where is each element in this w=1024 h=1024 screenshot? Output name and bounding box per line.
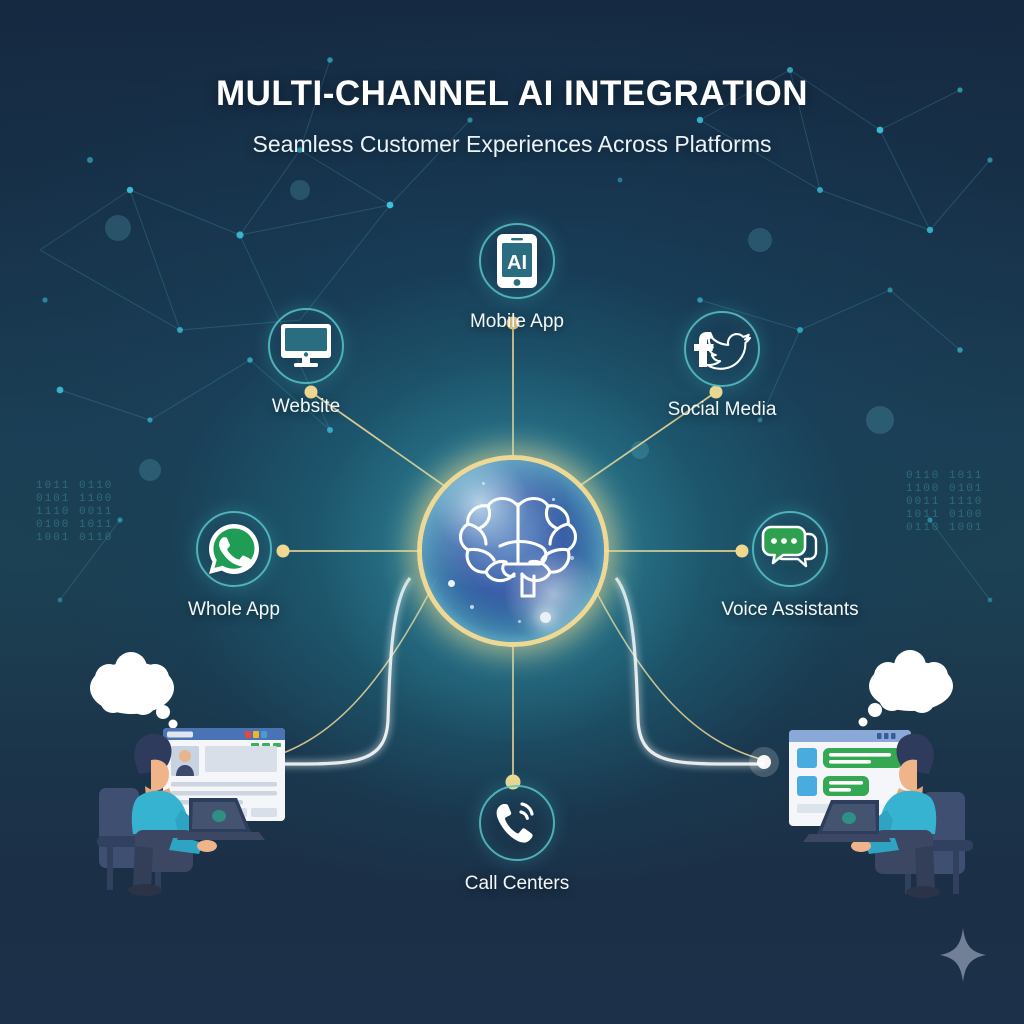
svg-text:AI: AI: [507, 252, 527, 274]
social-media-icon-ring: [684, 311, 760, 387]
scene-right-agent: [755, 650, 985, 900]
whatsapp-icon-ring: [196, 511, 272, 587]
brain-icon: [458, 496, 578, 598]
chat-window-panel: [789, 730, 911, 826]
channel-label: Voice Assistants: [721, 599, 859, 620]
person-at-laptop-icon: [789, 650, 973, 898]
channel-node-voice-assistants[interactable]: Voice Assistants: [705, 511, 875, 621]
channel-node-call-centers[interactable]: Call Centers: [432, 785, 602, 895]
channel-label: Call Centers: [464, 873, 570, 894]
channel-node-whatsapp[interactable]: Whole App: [149, 511, 319, 621]
desktop-monitor-icon: [281, 324, 331, 367]
call-centers-icon-ring: [479, 785, 555, 861]
sparkle-icon: [940, 928, 986, 982]
channel-node-mobile-app[interactable]: AI Mobile App: [432, 223, 602, 333]
person-at-laptop-icon: [90, 652, 285, 896]
binary-code-texture-left: 1011 0110 0101 1100 1110 0011 0100 1011 …: [36, 480, 114, 544]
page-subtitle: Seamless Customer Experiences Across Pla…: [252, 131, 772, 157]
facebook-twitter-icon: [694, 332, 752, 370]
channel-label: Mobile App: [469, 311, 564, 332]
channel-label: Whole App: [188, 599, 280, 620]
website-icon-ring: [268, 308, 344, 384]
thought-bubble-icon: [858, 650, 953, 727]
mobile-app-icon-ring: AI: [479, 223, 555, 299]
hub-orb: [422, 460, 604, 642]
laptop-icon: [803, 800, 891, 842]
scene-left-agent: [85, 650, 315, 900]
chat-bubbles-icon: [761, 525, 818, 568]
channel-node-website[interactable]: Website: [221, 308, 391, 418]
laptop-icon: [177, 798, 265, 840]
channel-node-social-media[interactable]: Social Media: [637, 311, 807, 421]
smartphone-ai-icon: AI: [497, 234, 537, 288]
central-ai-hub[interactable]: [322, 360, 704, 742]
channel-label: Website: [271, 396, 341, 417]
thought-bubble-icon: [90, 652, 178, 729]
page-title: MULTI-CHANNEL AI INTEGRATION: [215, 74, 809, 113]
phone-waves-icon: [496, 802, 534, 843]
hub-gold-ring: [417, 455, 609, 647]
voice-assistants-icon-ring: [752, 511, 828, 587]
binary-code-texture-right: 0110 1011 1100 0101 0011 1110 1011 0100 …: [906, 470, 984, 534]
browser-window-panel: [163, 728, 285, 821]
whatsapp-icon: [209, 524, 259, 574]
channel-label: Social Media: [667, 399, 777, 420]
